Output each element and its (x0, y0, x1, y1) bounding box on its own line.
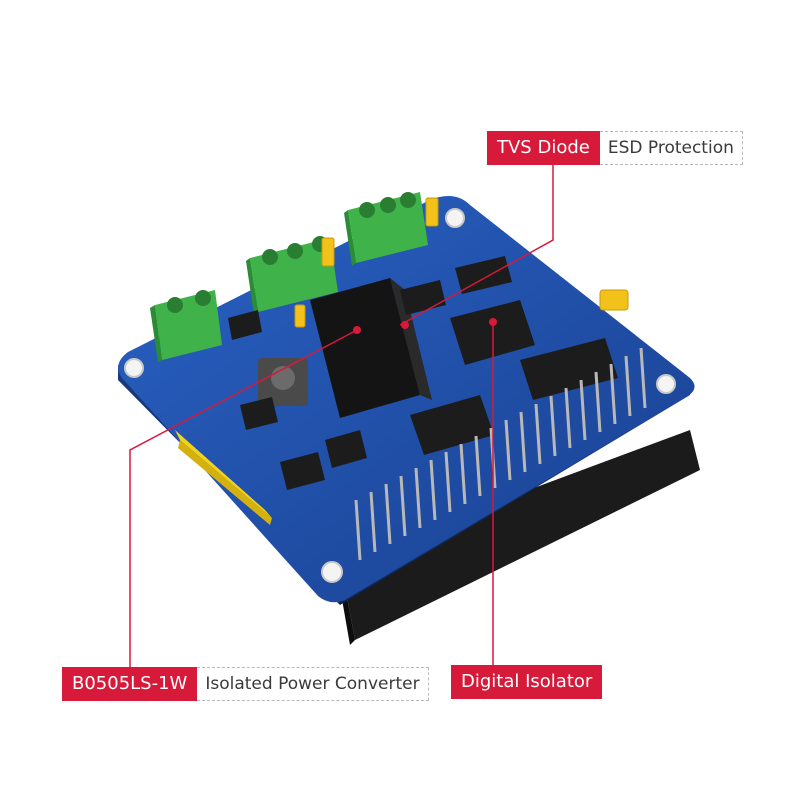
isolated-power-converter (310, 278, 432, 418)
callout-tag: B0505LS-1W (62, 667, 198, 701)
callout-description: Isolated Power Converter (197, 667, 429, 701)
tvs-diode-callout: TVS Diode ESD Protection (487, 131, 743, 165)
callout-description: ESD Protection (599, 131, 743, 165)
digital-isolator-callout: Digital Isolator (451, 665, 603, 699)
pcb-board (118, 196, 695, 603)
callout-dots (353, 318, 497, 334)
terminal-block-2 (246, 236, 338, 315)
callout-tag: Digital Isolator (451, 665, 603, 699)
callout-tag: TVS Diode (487, 131, 600, 165)
jumpers (294, 197, 629, 328)
left-pin-header (175, 430, 272, 525)
gpio-male-pins (354, 347, 647, 561)
power-converter-callout: B0505LS-1W Isolated Power Converter (62, 667, 429, 701)
terminal-block-3 (344, 192, 428, 266)
mounting-holes (124, 208, 676, 583)
callout-lines (129, 165, 554, 667)
terminal-block-1 (150, 290, 222, 362)
